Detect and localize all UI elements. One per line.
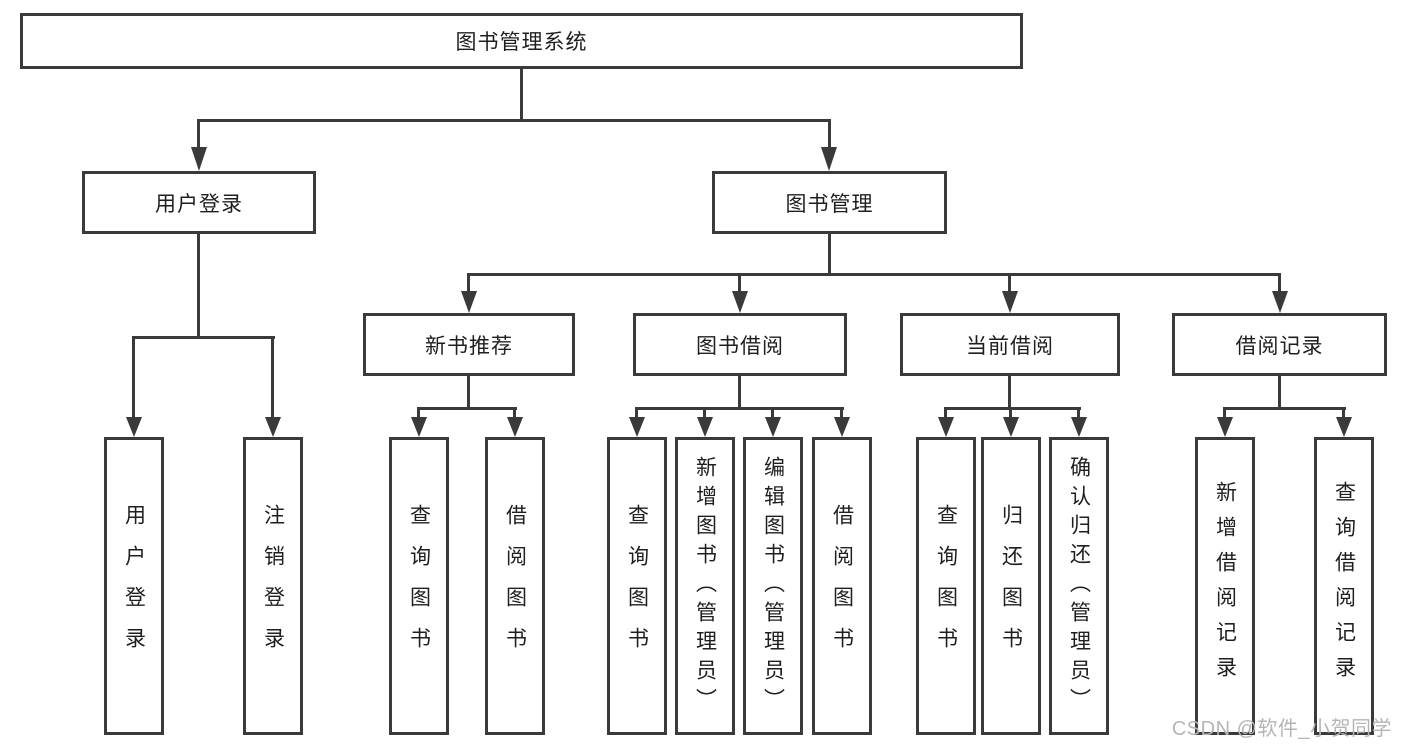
connector-root-stem bbox=[520, 69, 523, 119]
node-book-management: 图书管理 bbox=[712, 171, 947, 234]
leaf-query-books-recommend: 查询图书 bbox=[389, 437, 449, 735]
leaf-logout: 注销登录 bbox=[243, 437, 303, 735]
connector-level3-rail bbox=[467, 273, 1281, 276]
leaf-confirm-return-admin: 确认归还（管理员） bbox=[1049, 437, 1109, 735]
leaf-query-books-current: 查询图书 bbox=[916, 437, 976, 735]
connector-leaf-drop bbox=[1342, 407, 1345, 417]
connector-leaf-drop bbox=[703, 407, 706, 417]
connector-level3-drop bbox=[1008, 273, 1011, 291]
arrow-down-icon bbox=[507, 417, 523, 437]
leaf-borrow-books-recommend: 借阅图书 bbox=[485, 437, 545, 735]
arrow-down-icon bbox=[1071, 417, 1087, 437]
connector-leaf-drop bbox=[944, 407, 947, 417]
leaf-user-login: 用户登录 bbox=[104, 437, 164, 735]
leaf-query-books-borrowing: 查询图书 bbox=[607, 437, 667, 735]
arrow-down-icon bbox=[461, 291, 477, 313]
leaf-borrow-books: 借阅图书 bbox=[812, 437, 872, 735]
connector-user-login-stem bbox=[197, 234, 200, 336]
connector-borrowing-rail bbox=[635, 407, 844, 410]
arrow-down-icon bbox=[629, 417, 645, 437]
connector-user-login-rail bbox=[132, 336, 275, 339]
arrow-down-icon bbox=[938, 417, 954, 437]
arrow-down-icon bbox=[1272, 291, 1288, 313]
arrow-down-icon bbox=[1217, 417, 1233, 437]
connector-user-login-drop bbox=[197, 119, 200, 147]
leaf-add-books-admin: 新增图书（管理员） bbox=[675, 437, 735, 735]
arrow-down-icon bbox=[765, 417, 781, 437]
connector-recommendation-stem bbox=[467, 376, 470, 407]
arrow-down-icon bbox=[821, 147, 837, 171]
connector-leaf-drop bbox=[635, 407, 638, 417]
connector-leaf-drop bbox=[513, 407, 516, 417]
connector-level2-rail bbox=[197, 119, 831, 122]
connector-recommendation-rail bbox=[417, 407, 517, 410]
node-current-borrowing: 当前借阅 bbox=[900, 313, 1120, 376]
connector-book-management-drop bbox=[828, 119, 831, 147]
connector-borrowing-stem bbox=[738, 376, 741, 407]
leaf-add-borrow-record: 新增借阅记录 bbox=[1195, 437, 1255, 735]
leaf-query-borrow-record: 查询借阅记录 bbox=[1314, 437, 1374, 735]
connector-level3-drop bbox=[1278, 273, 1281, 291]
node-new-book-recommendation: 新书推荐 bbox=[363, 313, 575, 376]
arrow-down-icon bbox=[191, 147, 207, 171]
connector-leaf-drop bbox=[1223, 407, 1226, 417]
connector-book-management-stem bbox=[828, 234, 831, 273]
arrow-down-icon bbox=[411, 417, 427, 437]
arrow-down-icon bbox=[732, 291, 748, 313]
node-user-login: 用户登录 bbox=[82, 171, 316, 234]
connector-level3-drop bbox=[738, 273, 741, 291]
connector-current-rail bbox=[944, 407, 1081, 410]
connector-records-rail bbox=[1223, 407, 1346, 410]
node-book-borrowing: 图书借阅 bbox=[633, 313, 847, 376]
connector-leaf-drop bbox=[1077, 407, 1080, 417]
arrow-down-icon bbox=[1002, 291, 1018, 313]
watermark: CSDN @软件_小贺同学 bbox=[1171, 718, 1392, 740]
node-library-management-system: 图书管理系统 bbox=[20, 13, 1023, 69]
arrow-down-icon bbox=[1003, 417, 1019, 437]
connector-records-stem bbox=[1278, 376, 1281, 407]
connector-leaf-drop bbox=[840, 407, 843, 417]
connector-leaf-drop bbox=[417, 407, 420, 417]
connector-current-stem bbox=[1008, 376, 1011, 407]
arrow-down-icon bbox=[265, 417, 281, 437]
connector-leaf-drop bbox=[132, 336, 135, 417]
connector-leaf-drop bbox=[771, 407, 774, 417]
connector-leaf-drop bbox=[1009, 407, 1012, 417]
connector-level3-drop bbox=[467, 273, 470, 291]
arrow-down-icon bbox=[1336, 417, 1352, 437]
connector-leaf-drop bbox=[271, 336, 274, 417]
leaf-edit-books-admin: 编辑图书（管理员） bbox=[743, 437, 803, 735]
arrow-down-icon bbox=[697, 417, 713, 437]
arrow-down-icon bbox=[834, 417, 850, 437]
leaf-return-books: 归还图书 bbox=[981, 437, 1041, 735]
node-borrowing-records: 借阅记录 bbox=[1172, 313, 1387, 376]
arrow-down-icon bbox=[126, 417, 142, 437]
